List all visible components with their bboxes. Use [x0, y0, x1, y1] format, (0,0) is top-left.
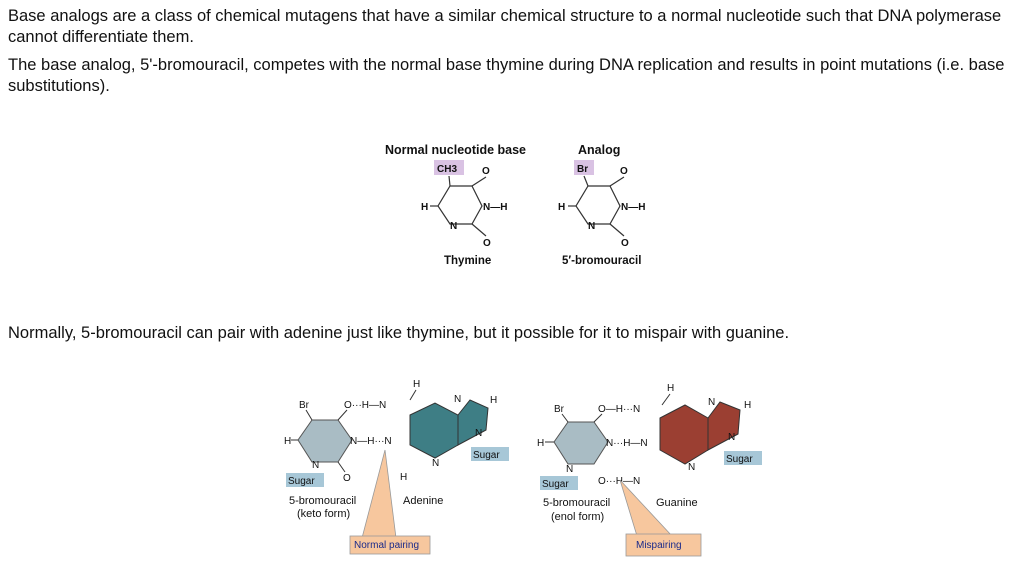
svg-text:N···H—N: N···H—N [606, 438, 648, 449]
ch3-label: CH3 [437, 164, 457, 175]
svg-text:O···H—N: O···H—N [598, 476, 640, 487]
br-label: Br [577, 164, 588, 175]
adenine-caption: Adenine [403, 495, 443, 507]
svg-text:Sugar: Sugar [726, 454, 753, 465]
analog-header: Analog [578, 143, 620, 157]
structure-comparison-figure: Normal nucleotide base Analog CH3 O H N—… [385, 143, 645, 267]
svg-text:O: O [482, 166, 490, 177]
sugar-label-left [286, 473, 324, 487]
svg-text:N: N [688, 462, 695, 473]
mispairing-callout [625, 533, 702, 557]
svg-text:N: N [728, 432, 735, 443]
svg-text:H: H [400, 472, 407, 483]
svg-text:Br: Br [554, 404, 565, 415]
bromouracil-enol-ring [553, 421, 609, 465]
svg-text:N: N [588, 221, 595, 232]
guanine-ring-5 [707, 401, 741, 451]
br-highlight [574, 160, 594, 175]
svg-text:H: H [558, 202, 565, 213]
svg-text:Sugar: Sugar [542, 479, 569, 490]
br-atom: Br [299, 400, 310, 411]
svg-text:N: N [475, 428, 482, 439]
svg-text:H: H [421, 202, 428, 213]
normal-pairing-callout [349, 535, 431, 555]
svg-text:(keto form): (keto form) [297, 508, 350, 520]
svg-text:Mispairing: Mispairing [636, 540, 682, 551]
adenine-ring-6 [409, 402, 459, 459]
normal-base-header: Normal nucleotide base [385, 143, 526, 157]
svg-text:H: H [490, 395, 497, 406]
svg-text:N: N [708, 397, 715, 408]
guanine-caption: Guanine [656, 497, 698, 509]
svg-text:N: N [454, 394, 461, 405]
svg-text:H: H [413, 379, 420, 390]
ch3-highlight [434, 160, 464, 175]
bromouracil-keto-caption: 5-bromouracil [289, 495, 356, 507]
mispairing-figure: Br O—H···N H N···H—N N O···H—N Sugar H N… [537, 383, 762, 557]
bromouracil-enol-caption: 5-bromouracil [543, 497, 610, 509]
pairing-paragraph: Normally, 5-bromouracil can pair with ad… [8, 324, 790, 342]
bromouracil-structure: Br O H N—H N O 5′-bromouracil [558, 160, 645, 267]
svg-text:O: O [343, 473, 351, 484]
svg-text:H: H [537, 438, 544, 449]
svg-text:Sugar: Sugar [473, 450, 500, 461]
svg-text:N—H···N: N—H···N [350, 436, 392, 447]
svg-text:N: N [450, 221, 457, 232]
svg-text:H: H [667, 383, 674, 394]
bromouracil-caption: 5′-bromouracil [562, 255, 641, 267]
svg-text:N: N [432, 458, 439, 469]
sugar-label-enol [540, 476, 578, 490]
svg-text:(enol form): (enol form) [551, 511, 604, 523]
svg-text:O: O [621, 238, 629, 249]
svg-text:O: O [483, 238, 491, 249]
normal-pairing-figure: Br O···H—N H N—H···N N O Sugar H N H N N… [284, 379, 509, 555]
svg-text:N: N [312, 460, 319, 471]
svg-text:H: H [744, 400, 751, 411]
svg-text:N—H: N—H [483, 202, 507, 213]
thymine-caption: Thymine [444, 255, 491, 267]
svg-text:Normal pairing: Normal pairing [354, 540, 419, 551]
svg-text:O—H···N: O—H···N [598, 404, 640, 415]
svg-text:N—H: N—H [621, 202, 645, 213]
svg-text:O: O [620, 166, 628, 177]
sugar-label-guanine [724, 451, 762, 465]
analog-paragraph: The base analog, 5'-bromouracil, compete… [8, 56, 1005, 95]
thymine-structure: CH3 O H N—H N O Thymine [421, 160, 507, 267]
svg-text:Sugar: Sugar [288, 476, 315, 487]
svg-text:N: N [566, 464, 573, 475]
svg-text:O···H—N: O···H—N [344, 400, 386, 411]
intro-paragraph: Base analogs are a class of chemical mut… [8, 7, 1002, 46]
bromouracil-ring [297, 419, 353, 463]
sugar-label-adenine [471, 447, 509, 461]
guanine-ring-6 [659, 404, 709, 465]
adenine-ring-5 [457, 399, 489, 446]
svg-text:H: H [284, 436, 291, 447]
